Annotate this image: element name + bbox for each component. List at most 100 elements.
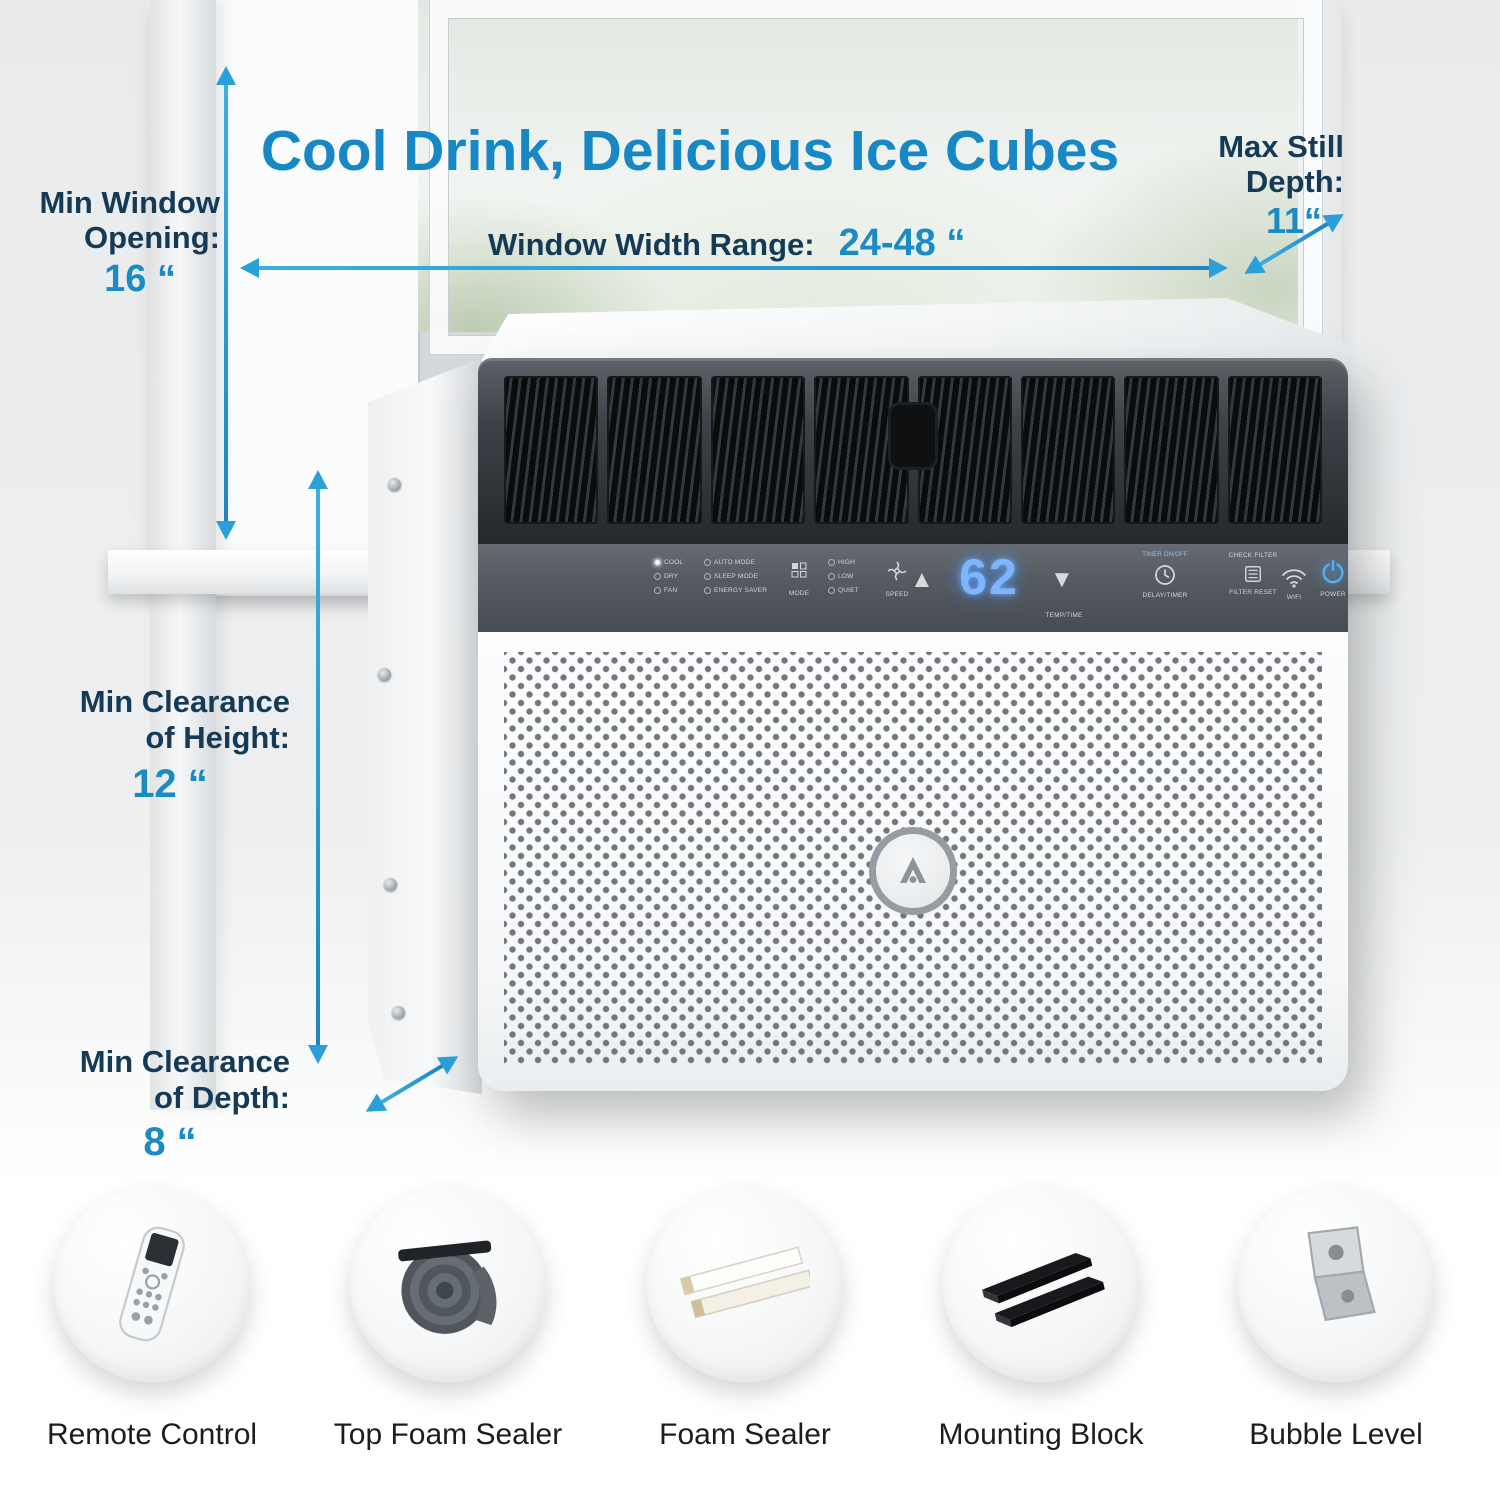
foam-roll-icon <box>398 1240 497 1334</box>
indicator-dot <box>704 587 711 594</box>
fan-icon <box>887 561 907 581</box>
cp-label-cool: COOL <box>664 559 684 566</box>
accessory-label: Remote Control <box>46 1418 258 1451</box>
wifi-icon <box>1282 569 1306 588</box>
accessory-remote-control: Remote Control <box>17 1186 287 1452</box>
accessory-label: Foam Sealer <box>659 1418 831 1451</box>
mode-button: MODE <box>778 562 820 597</box>
speed-indicators: HIGH LOW QUIET <box>828 559 859 594</box>
accessory-top-foam-sealer: Top Foam Sealer <box>313 1186 583 1452</box>
brand-logo <box>876 833 950 908</box>
louver <box>607 376 702 524</box>
accessories-row: Remote Control Top Foam Sealer <box>0 1186 1500 1486</box>
temperature-display: 62 <box>959 549 1019 605</box>
remote-control-icon <box>119 1226 185 1342</box>
wifi-button: WIFI <box>1276 568 1312 601</box>
air-conditioner-unit: COOL AUTO MODE DRY SLEEP MODE FAN ENERGY… <box>368 296 1348 1096</box>
min-window-opening-label: Min Window Opening: <box>39 185 220 255</box>
speed-button: SPEED <box>876 560 918 598</box>
timer-on-off-label: TIMER ON/OFF <box>1142 552 1188 558</box>
ac-vent-panel <box>478 358 1348 544</box>
mounting-block-icon <box>982 1253 1105 1328</box>
vent-adjuster-knob <box>891 405 935 468</box>
accessory-mounting-block: Mounting Block <box>906 1186 1176 1452</box>
window-frame <box>150 0 1342 596</box>
timer-button: TIMER ON/OFF DELAY/TIMER <box>1126 552 1204 599</box>
cp-label-high: HIGH <box>838 559 856 566</box>
indicator-dot <box>654 573 661 580</box>
foam-strips-icon <box>680 1246 810 1319</box>
cp-label-quiet: QUIET <box>838 587 859 594</box>
ac-front-grille <box>478 632 1348 1091</box>
indicator-dot <box>654 559 661 566</box>
temp-down-icon: ▼ <box>1050 566 1074 593</box>
min-clearance-depth-label: Min Clearance of Depth: <box>79 1044 290 1115</box>
temp-time-label: TEMP/TIME <box>1045 612 1083 619</box>
screw-icon <box>384 878 397 891</box>
indicator-dot <box>828 559 835 566</box>
min-clearance-height-value: 12 “ <box>132 762 208 806</box>
indicator-dot <box>828 573 835 580</box>
power-icon <box>1322 560 1344 584</box>
indicator-dot <box>704 559 711 566</box>
cp-label-dry: DRY <box>664 573 679 580</box>
cp-label-energy-saver: ENERGY SAVER <box>714 587 768 594</box>
min-clearance-height-label: Min Clearance of Height: <box>79 684 290 755</box>
louver <box>710 376 806 524</box>
page-title: Cool Drink, Delicious Ice Cubes <box>260 119 1120 183</box>
indicator-dot <box>654 587 661 594</box>
window-width-arrow <box>258 266 1210 270</box>
filter-button: CHECK FILTER FILTER RESET <box>1216 552 1290 596</box>
ac-left-side-panel <box>368 358 482 1094</box>
accessory-circle <box>647 1186 843 1382</box>
accessory-foam-sealer: Foam Sealer <box>610 1186 880 1452</box>
min-window-opening-value: 16 “ <box>104 258 176 300</box>
window-width-range: Window Width Range: 24-48 “ <box>488 222 965 265</box>
min-clearance-depth-value: 8 “ <box>143 1120 197 1164</box>
accessory-label: Bubble Level <box>1249 1418 1423 1451</box>
louver <box>1227 376 1322 524</box>
ac-louvers <box>504 376 1322 524</box>
screw-icon <box>392 1006 405 1019</box>
min-window-opening-arrow <box>224 84 228 522</box>
accessory-circle <box>1238 1186 1434 1382</box>
accessory-circle <box>350 1186 546 1382</box>
clock-icon <box>1155 565 1175 585</box>
accessory-label: Top Foam Sealer <box>333 1418 563 1451</box>
louver <box>504 376 599 524</box>
mode-icon <box>791 562 807 578</box>
brand-logo-icon <box>900 856 926 883</box>
power-button: POWER <box>1316 558 1350 598</box>
speed-button-label: SPEED <box>885 591 909 598</box>
delay-timer-label: DELAY/TIMER <box>1142 592 1188 599</box>
ac-control-panel: COOL AUTO MODE DRY SLEEP MODE FAN ENERGY… <box>478 544 1348 632</box>
max-still-depth-label: Max Still Depth: <box>1218 129 1344 199</box>
wifi-label: WIFI <box>1286 594 1302 601</box>
accessory-bubble-level: Bubble Level <box>1201 1186 1471 1452</box>
accessory-circle <box>54 1186 250 1382</box>
power-label: POWER <box>1320 591 1346 598</box>
window-glass-view <box>418 0 1322 354</box>
screw-icon <box>388 478 401 491</box>
mode-indicators: COOL AUTO MODE DRY SLEEP MODE FAN ENERGY… <box>654 559 790 594</box>
cp-label-low: LOW <box>838 573 854 580</box>
window-width-range-value: 24-48 “ <box>838 222 966 264</box>
ac-front: COOL AUTO MODE DRY SLEEP MODE FAN ENERGY… <box>478 358 1348 1091</box>
accessory-circle <box>943 1186 1139 1382</box>
indicator-dot <box>704 573 711 580</box>
window-width-range-label: Window Width Range: <box>488 227 815 262</box>
cp-label-auto-mode: AUTO MODE <box>714 559 756 566</box>
indicator-dot <box>828 587 835 594</box>
mode-button-label: MODE <box>788 590 810 597</box>
screw-icon <box>378 668 391 681</box>
louver <box>1124 376 1219 524</box>
min-clearance-height-arrow <box>316 488 320 1046</box>
bracket-icon <box>1307 1226 1376 1322</box>
cp-label-sleep-mode: SLEEP MODE <box>714 573 759 580</box>
accessory-label: Mounting Block <box>938 1418 1144 1451</box>
temp-up-icon: ▲ <box>910 566 934 593</box>
louver <box>1020 376 1116 524</box>
filter-reset-label: FILTER RESET <box>1229 589 1277 596</box>
filter-icon <box>1245 566 1261 582</box>
max-still-depth-value: 11“ <box>1265 200 1322 241</box>
